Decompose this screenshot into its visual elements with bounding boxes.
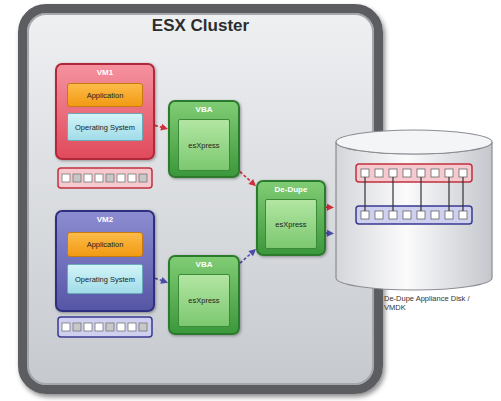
application-box: Application <box>67 232 143 257</box>
box-title: VBA <box>170 257 238 269</box>
disk-block <box>139 174 147 182</box>
cylinder-shape <box>334 128 494 294</box>
disk-strip <box>58 168 152 188</box>
virtual-machine: VM2ApplicationOperating System <box>55 210 155 312</box>
disk-block <box>84 323 92 331</box>
box-text: Application <box>87 91 124 100</box>
cluster-panel: ESX ClusterVM1ApplicationOperating Syste… <box>18 4 383 394</box>
dashed-arrow <box>326 230 334 237</box>
disk-block <box>73 323 81 331</box>
appliance-box: De-Dupe esXpress <box>256 180 326 256</box>
application-box: Application <box>67 83 143 107</box>
disk-block <box>117 323 125 331</box>
disk-block <box>62 174 70 182</box>
box-text: esXpress <box>188 296 219 305</box>
disk-label: De-Dupe Appliance Disk / VMDK <box>384 294 474 313</box>
os-box: Operating System <box>67 113 143 141</box>
box-title: VM1 <box>57 65 153 77</box>
box-text: Operating System <box>75 275 135 284</box>
disk-block <box>128 174 136 182</box>
disk-block <box>106 174 114 182</box>
disk-block <box>84 174 92 182</box>
disk-block <box>128 323 136 331</box>
software-box: esXpress <box>178 119 230 171</box>
disk-block <box>139 323 147 331</box>
dashed-arrow <box>240 249 256 263</box>
software-box: esXpress <box>265 199 317 249</box>
dashed-arrow <box>240 172 256 187</box>
disk-blocks <box>62 174 147 331</box>
os-box: Operating System <box>67 264 143 294</box>
box-title: VM2 <box>57 212 153 224</box>
virtual-machine: VM1ApplicationOperating System <box>55 63 155 160</box>
box-text: esXpress <box>275 220 306 229</box>
disk-block <box>106 323 114 331</box>
box-title: VBA <box>170 102 238 114</box>
box-text: Application <box>87 240 124 249</box>
box-text: Operating System <box>75 123 135 132</box>
appliance-box: VBA esXpress <box>168 100 240 178</box>
dashed-arrow <box>155 277 168 284</box>
disk-block <box>62 323 70 331</box>
disk-block <box>117 174 125 182</box>
disk-strip <box>58 317 152 337</box>
disk-block <box>95 323 103 331</box>
dashed-arrow <box>155 124 168 131</box>
appliance-box: VBA esXpress <box>168 255 240 335</box>
connectors <box>155 124 334 284</box>
box-title: De-Dupe <box>258 182 324 194</box>
box-text: esXpress <box>188 141 219 150</box>
disk-block <box>73 174 81 182</box>
box-title: ESX Cluster <box>27 13 374 36</box>
disk-block <box>95 174 103 182</box>
software-box: esXpress <box>178 274 230 327</box>
disk-cylinder: De-Dupe Appliance Disk / VMDK <box>334 128 494 323</box>
dashed-arrow <box>326 204 334 211</box>
